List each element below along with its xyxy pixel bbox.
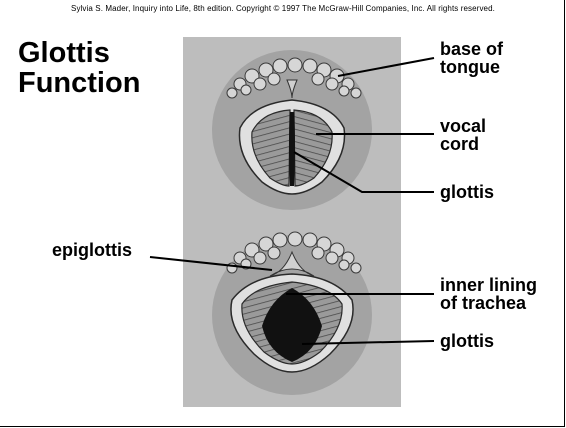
top-glottis-slit bbox=[289, 112, 295, 186]
label-base-of-tongue-line-1: base of bbox=[440, 40, 503, 58]
label-vocal-cord-line-2: cord bbox=[440, 135, 486, 153]
label-base-of-tongue-line-2: tongue bbox=[440, 58, 503, 76]
label-inner-lining-line-1: inner lining bbox=[440, 276, 537, 294]
label-base-of-tongue: base of tongue bbox=[440, 40, 503, 76]
label-glottis-bottom: glottis bbox=[440, 332, 494, 350]
label-vocal-cord-line-1: vocal bbox=[440, 117, 486, 135]
label-vocal-cord: vocal cord bbox=[440, 117, 486, 153]
bottom-larynx-view bbox=[212, 232, 372, 395]
label-inner-lining-line-2: of trachea bbox=[440, 294, 537, 312]
label-glottis-top: glottis bbox=[440, 183, 494, 201]
label-epiglottis: epiglottis bbox=[52, 241, 132, 259]
label-inner-lining: inner lining of trachea bbox=[440, 276, 537, 312]
